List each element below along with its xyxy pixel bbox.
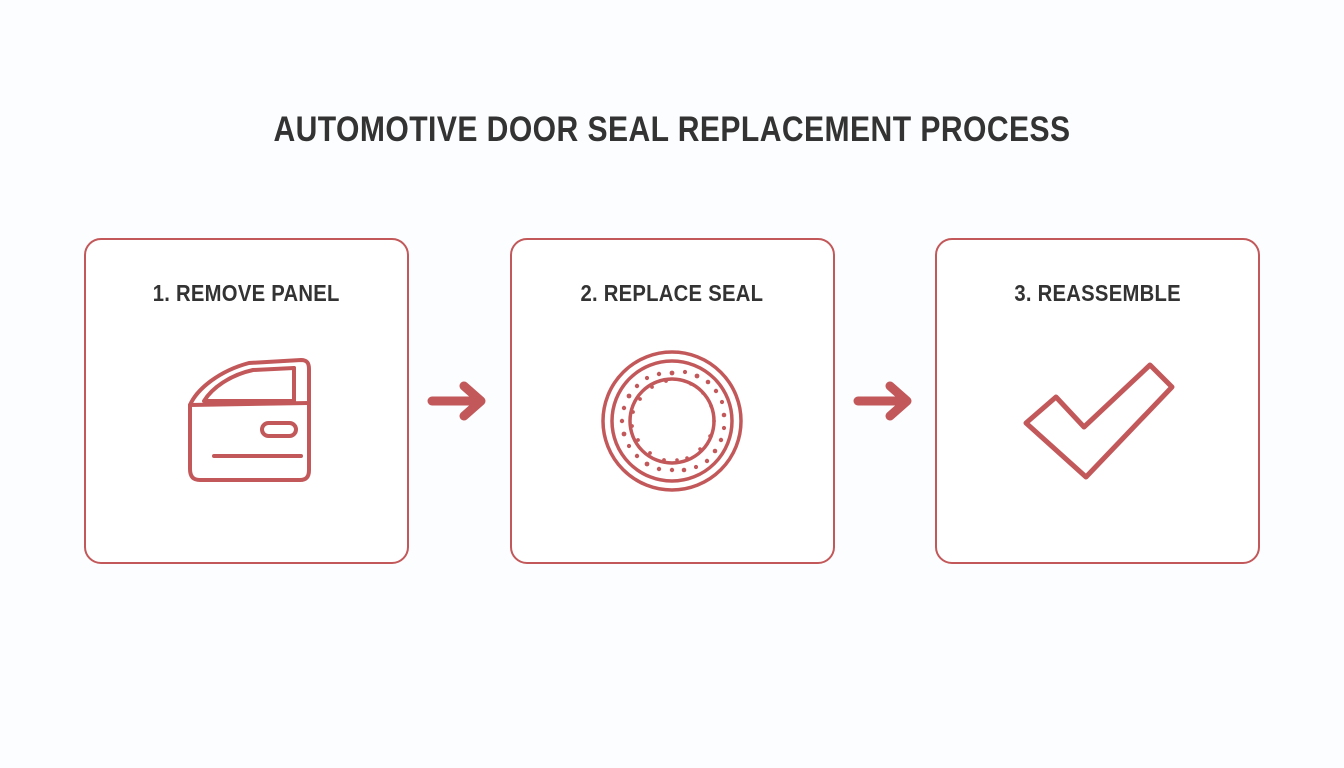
- arrow-right-icon: [852, 379, 918, 423]
- car-door-icon: [167, 341, 327, 501]
- step-card-1[interactable]: 1. REMOVE PANEL: [84, 238, 409, 564]
- arrow-right-icon: [426, 379, 492, 423]
- step-card-2[interactable]: 2. REPLACE SEAL: [509, 238, 835, 564]
- step-icon-container-1: [86, 307, 407, 562]
- process-flow: 1. REMOVE PANEL: [84, 238, 1260, 564]
- connector-1: [409, 379, 509, 423]
- step-label-2: 2. REPLACE SEAL: [580, 280, 764, 306]
- checkmark-icon: [1018, 359, 1178, 483]
- step-icon-container-3: [937, 307, 1258, 562]
- step-label-1: 1. REMOVE PANEL: [153, 280, 340, 306]
- step-icon-container-2: [512, 307, 833, 562]
- connector-2: [835, 379, 935, 423]
- step-card-3[interactable]: 3. REASSEMBLE: [935, 238, 1260, 564]
- page-title: AUTOMOTIVE DOOR SEAL REPLACEMENT PROCESS: [273, 110, 1071, 149]
- step-label-3: 3. REASSEMBLE: [1014, 280, 1181, 306]
- door-seal-ring-icon: [597, 346, 747, 496]
